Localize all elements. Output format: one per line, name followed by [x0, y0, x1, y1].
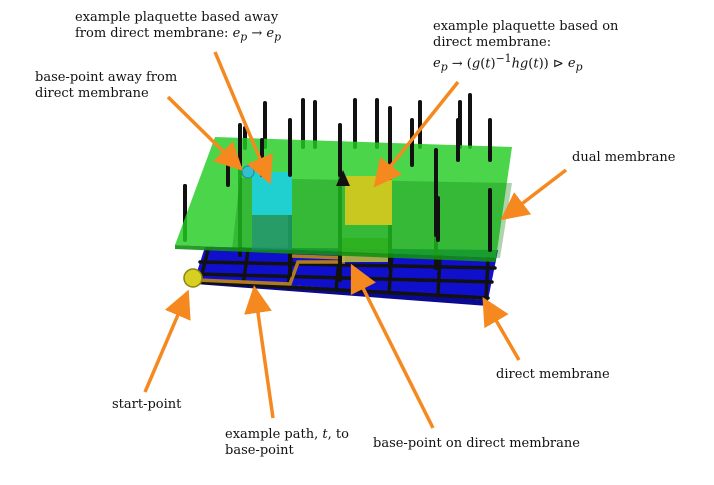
basepoint-away-sphere — [241, 165, 255, 179]
arrow-dual-membrane — [500, 168, 568, 221]
label-start-point: start-point — [112, 397, 182, 412]
label-example-path-line2: base-point — [225, 443, 294, 458]
label-basepoint-away-line1: base-point away from — [35, 70, 178, 85]
annotation-arrows — [143, 51, 568, 429]
label-plaquette-on-line2: direct membrane: — [433, 35, 552, 50]
basepoint-on-cone — [336, 170, 350, 186]
label-example-path: example path, t, to base-point — [225, 427, 349, 459]
arrow-plaquette-on — [373, 80, 460, 188]
arrow-direct-membrane — [482, 296, 521, 361]
label-plaquette-away-line1: example plaquette based away — [75, 10, 279, 25]
label-example-path-line1: example path, t, to — [225, 427, 349, 442]
arrow-plaquette-away — [213, 51, 273, 185]
start-point-sphere — [183, 268, 203, 288]
label-plaquette-away: example plaquette based away from direct… — [75, 10, 281, 46]
back-vertical-edges — [243, 93, 472, 150]
label-dual-membrane: dual membrane — [572, 150, 676, 165]
arrow-example-path — [244, 285, 275, 419]
arrow-start-point — [143, 289, 191, 393]
label-plaquette-on-line1: example plaquette based on — [433, 19, 619, 34]
label-direct-membrane: direct membrane — [496, 367, 610, 382]
label-plaquette-on-line3: ep → (g(t)−1hg(t)) ⊳ ep — [433, 52, 583, 74]
plaquette-away — [252, 172, 292, 215]
label-plaquette-away-line2: from direct membrane: ep → ep — [75, 26, 282, 44]
label-plaquette-on: example plaquette based on direct membra… — [433, 19, 618, 76]
label-basepoint-on: base-point on direct membrane — [373, 436, 580, 451]
arrow-basepoint-on — [350, 263, 435, 429]
plaquette-away-lower — [252, 215, 292, 250]
label-basepoint-away-line2: direct membrane — [35, 86, 149, 101]
example-path — [196, 254, 346, 286]
label-basepoint-away: base-point away from direct membrane — [35, 70, 177, 102]
plaquette-on — [345, 176, 392, 225]
arrow-basepoint-away — [166, 95, 243, 171]
